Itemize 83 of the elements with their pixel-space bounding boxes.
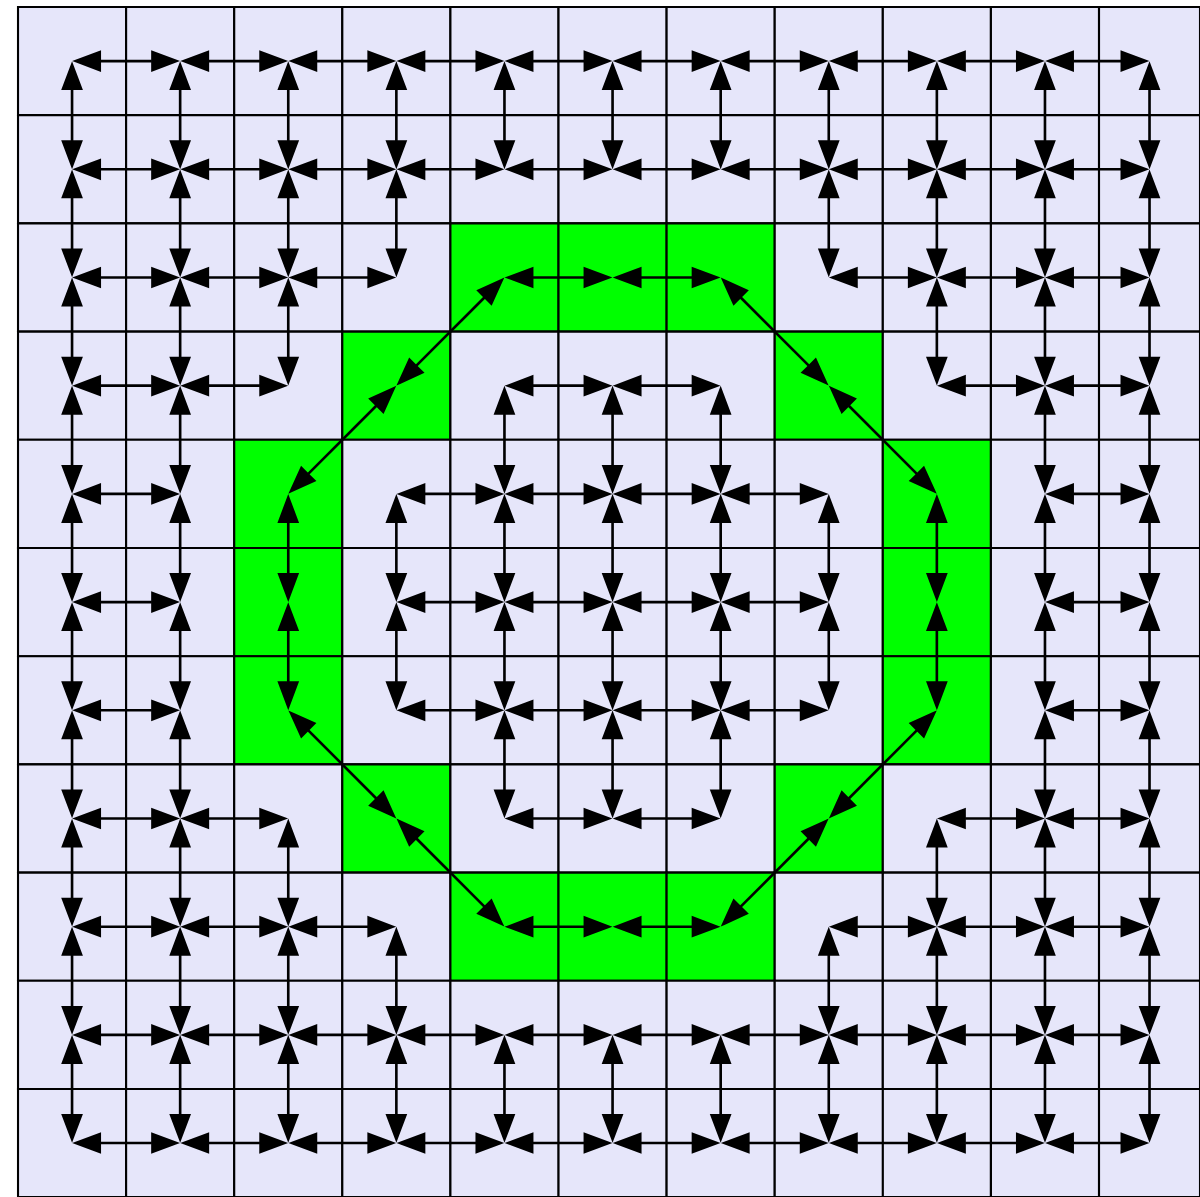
grid-cell <box>449 871 560 982</box>
grid-cell <box>665 871 776 982</box>
grid-cell <box>773 438 884 550</box>
grid-cell <box>449 763 560 874</box>
grid-cell <box>125 546 236 658</box>
grid-cell <box>341 871 452 982</box>
grid-cell <box>1097 438 1200 550</box>
grid-cell <box>665 1087 776 1197</box>
grid-cell <box>557 330 668 441</box>
grid-cell <box>233 330 344 441</box>
grid-cell <box>881 546 992 658</box>
grid-cell <box>881 1087 992 1197</box>
grid-cell <box>665 114 776 225</box>
grid-cell <box>449 114 560 225</box>
grid-cell <box>16 871 128 982</box>
grid-cell <box>1097 546 1200 658</box>
grid-cell <box>1097 979 1200 1091</box>
grid-cell <box>773 222 884 333</box>
grid-cell <box>16 114 128 225</box>
grid-cell <box>773 871 884 982</box>
grid-cell <box>125 1087 236 1197</box>
grid-cell <box>881 655 992 766</box>
grid-cell <box>341 655 452 766</box>
grid-cell <box>341 222 452 333</box>
grid-cell <box>881 5 992 117</box>
grid-cell <box>773 655 884 766</box>
grid-cell <box>16 1087 128 1197</box>
grid-cell <box>773 763 884 874</box>
grid-cell <box>773 330 884 441</box>
grid-cell <box>233 5 344 117</box>
grid-cell <box>881 330 992 441</box>
grid-cell <box>16 438 128 550</box>
grid-cell <box>233 655 344 766</box>
grid-cell <box>233 763 344 874</box>
grid-cell <box>881 438 992 550</box>
grid-cell <box>125 5 236 117</box>
grid-cell <box>125 655 236 766</box>
grid-cell <box>665 763 776 874</box>
grid-cell <box>773 5 884 117</box>
grid-cell <box>881 763 992 874</box>
grid-cell <box>1097 330 1200 441</box>
grid-cell <box>341 546 452 658</box>
grid-cell <box>16 5 128 117</box>
grid-cell <box>557 222 668 333</box>
grid-cell <box>449 979 560 1091</box>
grid-cell <box>16 763 128 874</box>
grid-cell <box>665 5 776 117</box>
grid-cell <box>665 222 776 333</box>
grid-cell <box>1097 655 1200 766</box>
grid-cell <box>16 655 128 766</box>
grid-cell <box>341 763 452 874</box>
grid-cell <box>16 330 128 441</box>
grid-cell <box>557 5 668 117</box>
grid-cell <box>1097 222 1200 333</box>
grid-cell <box>665 979 776 1091</box>
grid-cell <box>449 5 560 117</box>
grid-cell <box>1097 763 1200 874</box>
grid-cell <box>16 546 128 658</box>
grid-cell <box>1097 1087 1200 1197</box>
grid-cell <box>773 546 884 658</box>
grid-cell <box>341 330 452 441</box>
grid-cell <box>341 438 452 550</box>
grid-cell <box>233 1087 344 1197</box>
grid-cell <box>341 1087 452 1197</box>
grid-cell <box>665 330 776 441</box>
grid-cell <box>557 871 668 982</box>
grid-cell <box>449 1087 560 1197</box>
grid-cell <box>125 438 236 550</box>
grid-cell <box>557 114 668 225</box>
grid-cell <box>1097 871 1200 982</box>
grid-cell <box>557 763 668 874</box>
grid-cell <box>233 546 344 658</box>
grid-cell <box>16 222 128 333</box>
grid-cell <box>557 1087 668 1197</box>
grid-cell <box>1097 5 1200 117</box>
grid-cell <box>449 330 560 441</box>
grid-cell <box>773 1087 884 1197</box>
grid-cell <box>449 222 560 333</box>
grid-cell <box>1097 114 1200 225</box>
grid-cell <box>341 5 452 117</box>
grid-cell <box>16 979 128 1091</box>
grid-cell <box>557 979 668 1091</box>
grid-cell <box>233 438 344 550</box>
